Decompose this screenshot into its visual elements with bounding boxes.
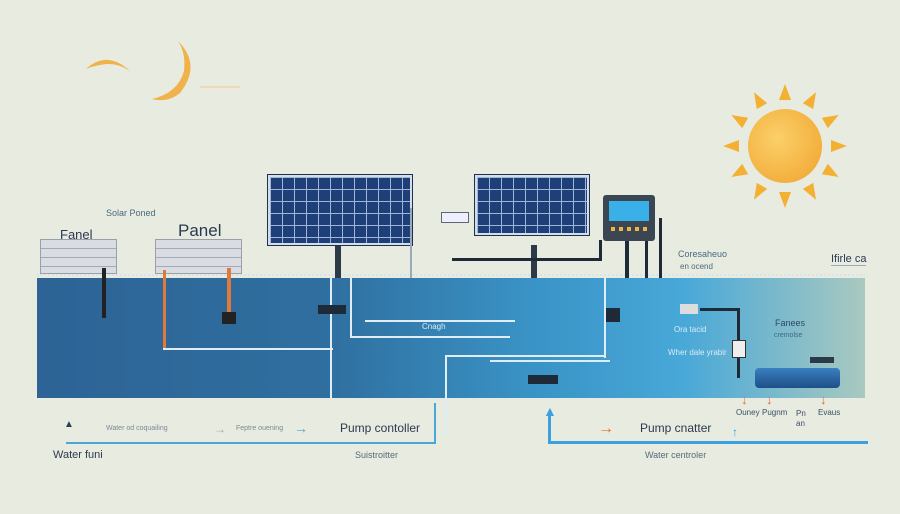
up-arrow-icon: ▲ bbox=[543, 403, 557, 419]
label: Pugnm bbox=[762, 408, 788, 417]
label: Suistroitter bbox=[355, 450, 399, 460]
up-arrow-icon: ▲ bbox=[64, 419, 74, 430]
label: Solar Poned bbox=[106, 208, 156, 218]
label: Pn an bbox=[796, 409, 806, 428]
label: Fanees bbox=[775, 318, 806, 328]
label: Water od coquailing bbox=[106, 425, 168, 432]
moon-icon bbox=[86, 41, 240, 101]
pump bbox=[755, 368, 840, 388]
label: cremolse bbox=[774, 332, 803, 339]
down-arrow-icon: ↓ bbox=[766, 392, 773, 407]
solar-panel bbox=[268, 175, 412, 245]
label: en ocend bbox=[680, 262, 713, 271]
water-reservoir bbox=[37, 278, 865, 398]
label: Wher dale yrabir bbox=[668, 348, 727, 357]
down-arrow-icon: ↓ bbox=[820, 392, 827, 407]
panel-pole bbox=[531, 245, 537, 278]
label: Evaus bbox=[818, 408, 841, 417]
label: Water centroler bbox=[645, 450, 707, 460]
arrow-icon: → bbox=[598, 420, 614, 437]
panel-pole bbox=[335, 243, 341, 278]
label: Panel bbox=[178, 221, 222, 240]
solar-panel bbox=[475, 175, 589, 235]
label: Ouney bbox=[736, 408, 760, 417]
label: Pump cnatter bbox=[640, 421, 712, 435]
label: Cnagh bbox=[422, 322, 446, 331]
label: Fanel bbox=[60, 227, 93, 242]
monitor bbox=[603, 195, 655, 241]
down-arrow-icon: ↓ bbox=[741, 392, 748, 407]
arrow-icon: → bbox=[294, 420, 308, 436]
label: Ifirle ca bbox=[831, 253, 867, 267]
label: Coresaheuo bbox=[678, 249, 728, 259]
label: Pump contoller bbox=[340, 421, 421, 435]
label: Water funi bbox=[53, 449, 103, 461]
arrow-icon: → bbox=[214, 422, 226, 436]
up-arrow-icon: ↑ bbox=[732, 425, 738, 439]
label: Feptre ouening bbox=[236, 425, 284, 432]
pump-valve bbox=[810, 357, 834, 363]
ground-line bbox=[37, 274, 865, 281]
label: Ora tacid bbox=[674, 325, 707, 334]
